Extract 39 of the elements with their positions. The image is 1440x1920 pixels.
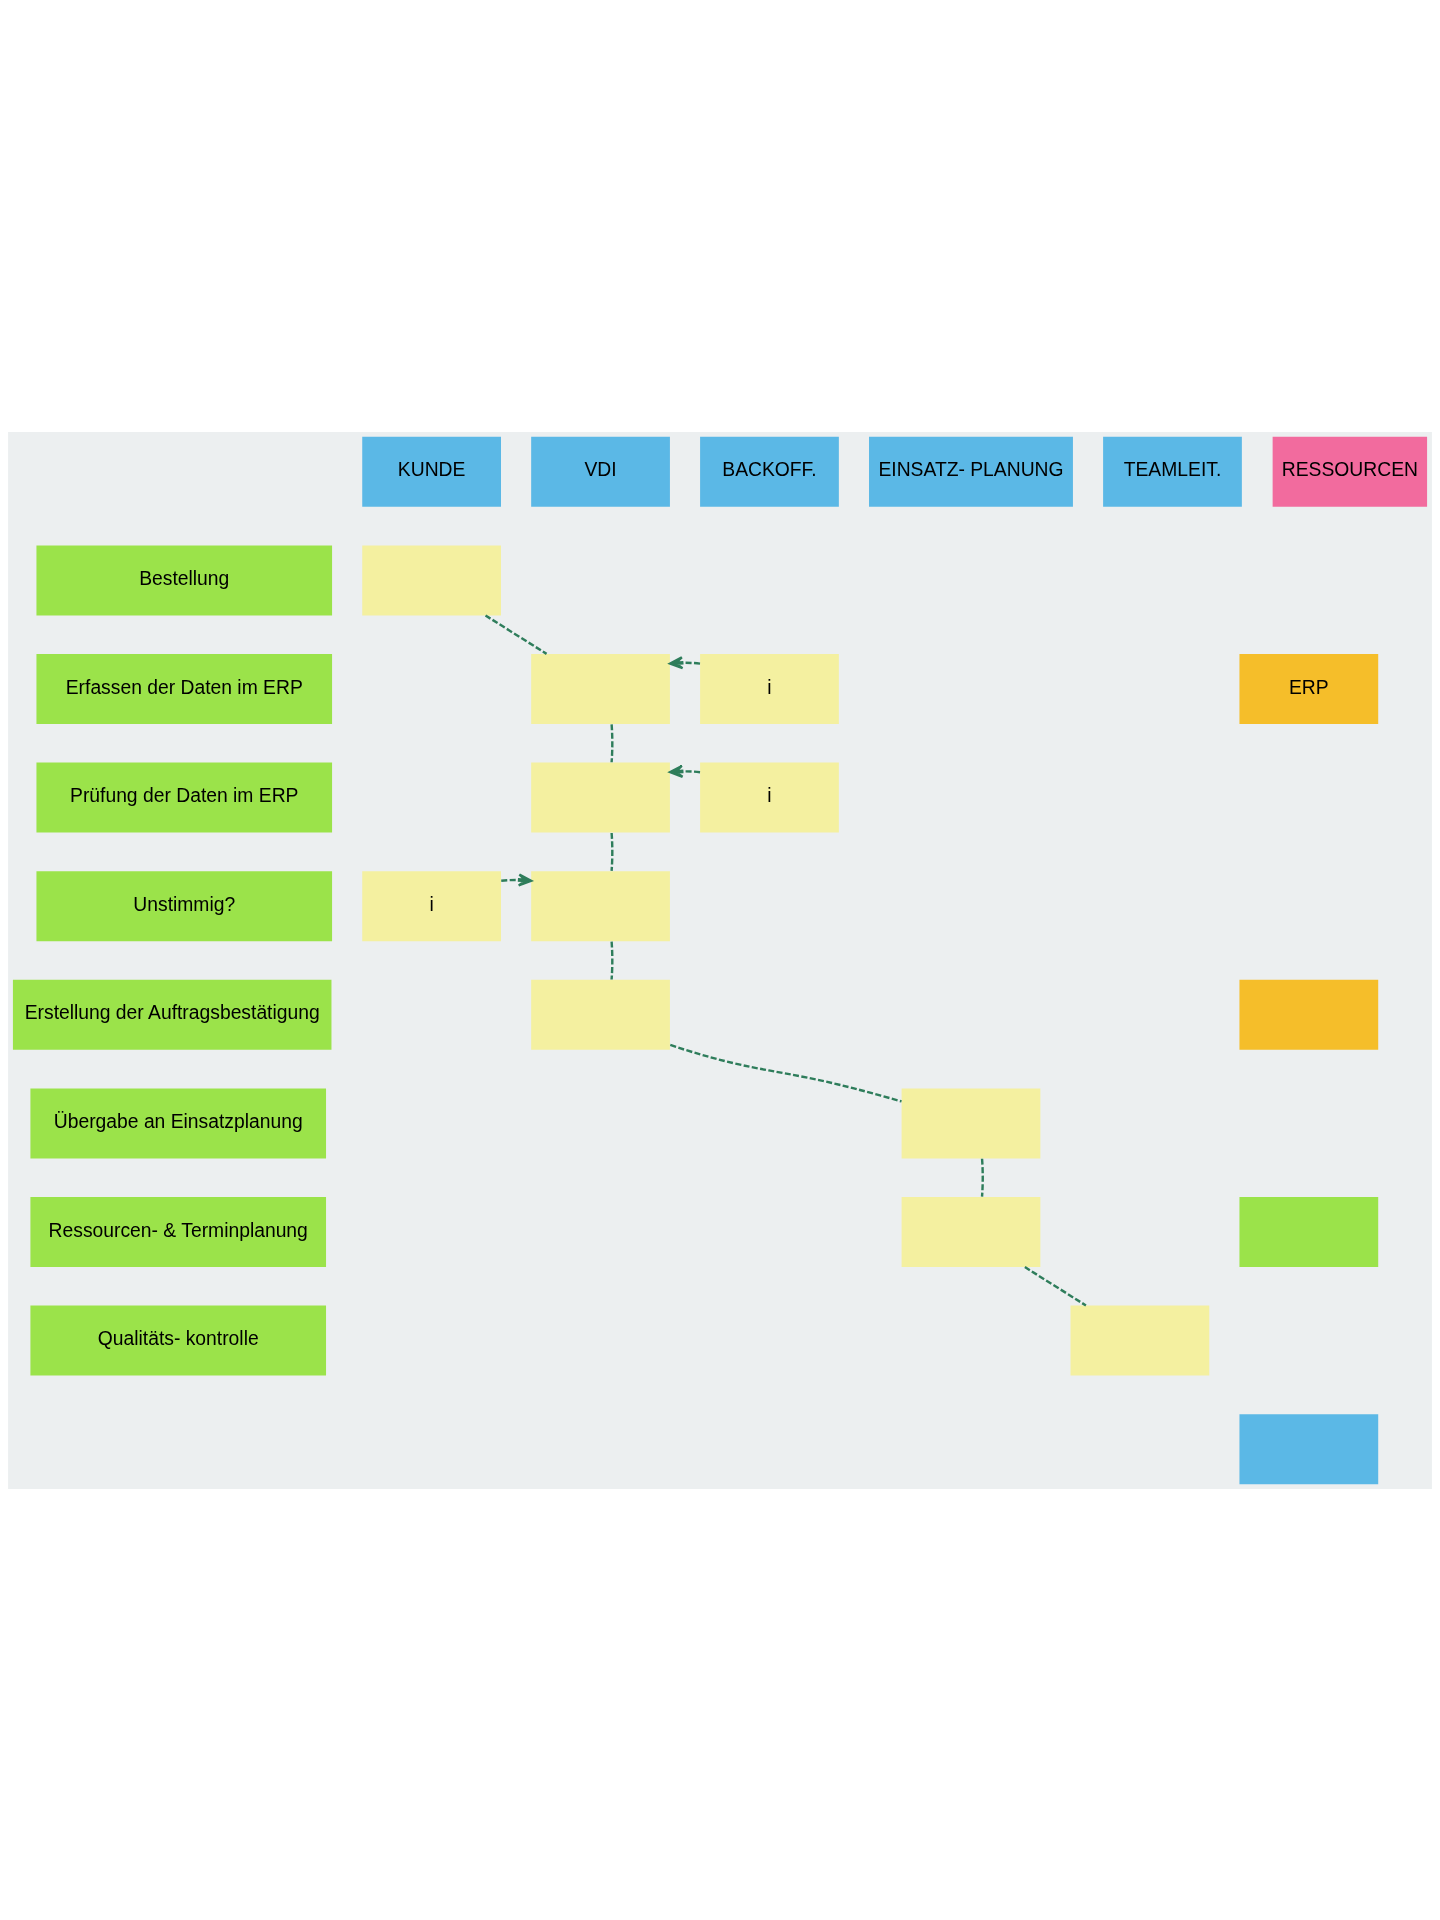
connector: [610, 723, 614, 762]
node-box: Prüfung der Daten im ERP: [36, 762, 333, 833]
node-box: Übergabe an Einsatzplanung: [30, 1087, 327, 1158]
node-box: ERP: [1239, 653, 1379, 724]
connector: [1024, 1265, 1087, 1306]
node-box: [1239, 1196, 1379, 1267]
node-box: Qualitäts- kontrolle: [30, 1305, 327, 1376]
node-box: [1239, 1413, 1379, 1484]
node-box: Ressourcen- & Terminplanung: [30, 1196, 327, 1267]
node-box: [1239, 979, 1379, 1050]
node-box: [531, 979, 670, 1050]
arrow: [501, 872, 533, 887]
node-box: [901, 1087, 1041, 1158]
node-box: TEAMLEIT.: [1103, 436, 1242, 507]
node-box: EINSATZ- PLANUNG: [869, 436, 1073, 507]
node-box: i: [700, 653, 839, 724]
node-box: Erfassen der Daten im ERP: [36, 653, 333, 724]
node-box: [531, 653, 670, 724]
node-box: [531, 762, 670, 833]
node-box: [531, 870, 670, 941]
node-box: Unstimmig?: [36, 870, 333, 941]
node-box: RESSOURCEN: [1272, 436, 1428, 507]
arrow: [668, 764, 701, 778]
node-box: BACKOFF.: [700, 436, 839, 507]
connector: [669, 1043, 902, 1103]
node-box: [901, 1196, 1041, 1267]
connector: [610, 941, 614, 980]
connector: [980, 1158, 984, 1197]
node-box: KUNDE: [362, 436, 501, 507]
arrow: [668, 655, 701, 669]
node-box: [1070, 1305, 1210, 1376]
node-box: Bestellung: [36, 544, 333, 615]
node-box: Erstellung der Auftragsbestätigung: [12, 979, 332, 1050]
node-box: i: [362, 870, 501, 941]
node-box: VDI: [531, 436, 670, 507]
node-box: [362, 544, 501, 615]
connector: [610, 832, 614, 871]
connector: [484, 614, 548, 655]
node-box: i: [700, 762, 839, 833]
